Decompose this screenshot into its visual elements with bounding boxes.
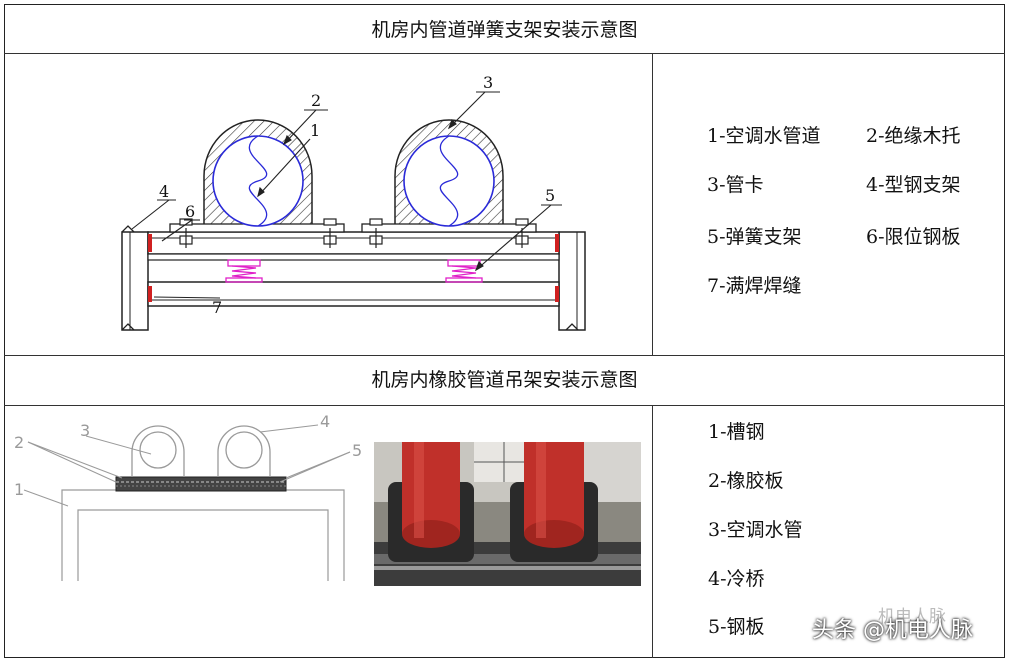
- rubber-hanger-title: 机房内橡胶管道吊架安装示意图: [371, 369, 638, 391]
- callout-2: 2: [311, 91, 321, 110]
- callout-1: 1: [310, 121, 320, 140]
- spring-supports: [225, 259, 483, 283]
- callout-1: 1: [14, 480, 24, 499]
- rubber-hanger-diagram: 3 4 2 5 1: [14, 412, 362, 581]
- callout-4: 4: [159, 182, 169, 201]
- channel-steel: [61, 489, 345, 581]
- divider: [652, 405, 653, 658]
- legend-item-steel-support: 4-型钢支架: [866, 174, 961, 196]
- callout-3: 3: [80, 421, 90, 440]
- watermark: 头条 @机电人脉: [812, 618, 973, 643]
- bolts: [179, 218, 529, 248]
- callout-6: 6: [185, 202, 195, 221]
- callout-5: 5: [352, 441, 362, 460]
- legend-item-limit-plate: 6-限位钢板: [866, 226, 961, 248]
- leader-lines: [131, 91, 562, 299]
- spring-support-diagram: 1 2 3 4 5 6 7: [121, 73, 586, 331]
- chilled-water-pipes: [212, 135, 495, 227]
- pipes-outline: [131, 425, 271, 477]
- weld-marks: [148, 234, 559, 302]
- legend-item-wood-block: 2-绝缘木托: [866, 125, 961, 147]
- divider: [4, 53, 1005, 54]
- watermark-brand: 机电人脉: [878, 607, 946, 627]
- steel-beams: [147, 231, 560, 307]
- rubber-plate: [115, 476, 287, 492]
- legend-item-pipe: 1-空调水管道: [707, 125, 821, 147]
- callout-7: 7: [212, 298, 222, 317]
- divider: [4, 405, 1005, 406]
- legend-item-spring: 5-弹簧支架: [707, 226, 802, 248]
- callout-5: 5: [545, 186, 555, 205]
- legend-item-clamp: 3-管卡: [707, 174, 764, 196]
- callouts-bottom: 3 4 2 5 1: [14, 412, 362, 499]
- callout-2: 2: [14, 433, 24, 452]
- divider: [4, 355, 1005, 356]
- divider: [652, 53, 653, 355]
- legend-item-rubber-plate: 2-橡胶板: [708, 470, 784, 492]
- legend-item-channel: 1-槽钢: [708, 421, 765, 443]
- table-frame: [4, 4, 1005, 658]
- leader-lines-bottom: [23, 424, 351, 507]
- right-steel-column: [558, 231, 586, 331]
- legend-item-water-pipe: 3-空调水管: [708, 519, 803, 541]
- left-steel-column: [121, 225, 149, 331]
- spring-support-title: 机房内管道弹簧支架安装示意图: [371, 19, 638, 41]
- installation-photo: [374, 442, 641, 586]
- callout-3: 3: [483, 73, 493, 92]
- legend-item-cold-bridge: 4-冷桥: [708, 568, 765, 590]
- legend-item-weld: 7-满焊焊缝: [707, 275, 802, 297]
- callout-labels: 1 2 3 4 5 6 7: [159, 73, 555, 317]
- callout-4: 4: [320, 412, 330, 431]
- legend-item-steel-plate: 5-钢板: [708, 616, 765, 638]
